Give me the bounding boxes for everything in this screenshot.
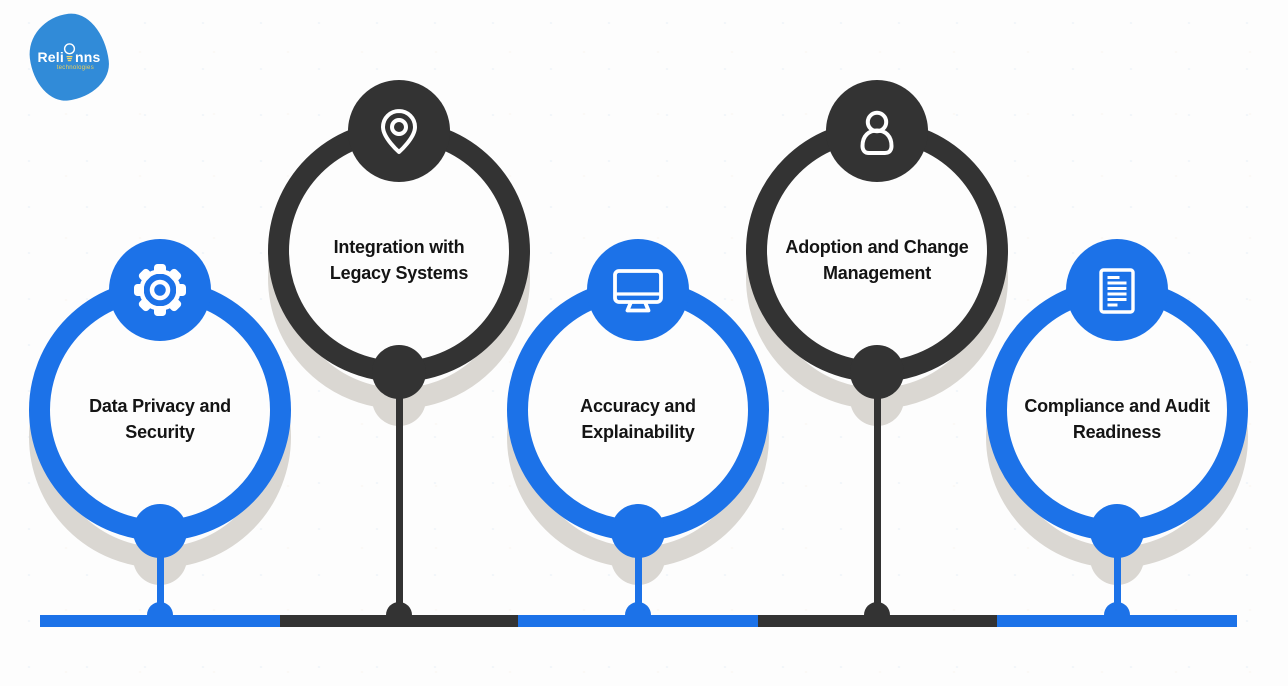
- connector-bump: [864, 602, 890, 615]
- node-label: Accuracy and Explainability: [527, 393, 749, 445]
- monitor-icon: [613, 269, 663, 313]
- label-line: Readiness: [1072, 422, 1162, 442]
- label-line: Management: [822, 263, 932, 283]
- label-line: Compliance and Audit: [1024, 395, 1210, 416]
- node-dot: [1090, 504, 1144, 558]
- connector-stem: [634, 531, 642, 615]
- timeline-segment: [518, 615, 758, 627]
- connector-stem: [395, 372, 403, 615]
- lightbulb-icon: [63, 43, 76, 62]
- node-dot: [372, 345, 426, 399]
- node-data-privacy-and-security: Data Privacy and Security: [29, 239, 291, 558]
- node-label: Integration with Legacy Systems: [288, 234, 510, 286]
- node-dot: [611, 504, 665, 558]
- node-dot: [850, 345, 904, 399]
- connector-bump: [386, 602, 412, 615]
- logo-brand-prefix: Reli: [37, 48, 64, 65]
- label-line: Adoption and Change: [785, 236, 969, 257]
- node-adoption-change-management: Adoption and Change Management: [746, 80, 1008, 399]
- gear-icon: [134, 264, 186, 316]
- location-pin-icon: [381, 109, 417, 154]
- node-icon-disc: [826, 80, 928, 182]
- node-label: Adoption and Change Management: [766, 234, 988, 286]
- node-icon-disc: [348, 80, 450, 182]
- logo-brand: Reli nns: [37, 43, 101, 65]
- label-line: Security: [125, 422, 195, 442]
- connector-stem: [873, 372, 881, 615]
- label-line: Explainability: [581, 422, 695, 442]
- logo-content: Reli nns technologies: [30, 14, 108, 100]
- connector-bump: [625, 602, 651, 615]
- node-dot: [133, 504, 187, 558]
- node-icon-disc: [1066, 239, 1168, 341]
- label-line: Legacy Systems: [329, 263, 469, 283]
- timeline-segment: [758, 615, 997, 627]
- person-icon: [860, 110, 894, 155]
- logo-tagline: technologies: [56, 64, 94, 71]
- node-label: Compliance and Audit Readiness: [1006, 393, 1228, 445]
- document-icon: [1099, 268, 1135, 314]
- relinns-logo: Reli nns technologies: [25, 9, 113, 105]
- node-label: Data Privacy and Security: [49, 393, 271, 445]
- timeline-segment: [280, 615, 518, 627]
- node-compliance-audit-readiness: Compliance and Audit Readiness: [986, 239, 1248, 558]
- timeline-segment: [997, 615, 1237, 627]
- node-accuracy-explainability: Accuracy and Explainability: [507, 239, 769, 558]
- connector-bump: [1104, 602, 1130, 615]
- connector-stem: [156, 531, 164, 615]
- label-line: Data Privacy and: [89, 395, 231, 416]
- logo-brand-suffix: nns: [74, 48, 101, 65]
- connector-stem: [1113, 531, 1121, 615]
- node-integration-legacy-systems: Integration with Legacy Systems: [268, 80, 530, 399]
- node-icon-disc: [109, 239, 211, 341]
- timeline-segment: [40, 615, 280, 627]
- node-icon-disc: [587, 239, 689, 341]
- label-line: Accuracy and: [580, 395, 696, 416]
- label-line: Integration with: [333, 236, 465, 257]
- connector-bump: [147, 602, 173, 615]
